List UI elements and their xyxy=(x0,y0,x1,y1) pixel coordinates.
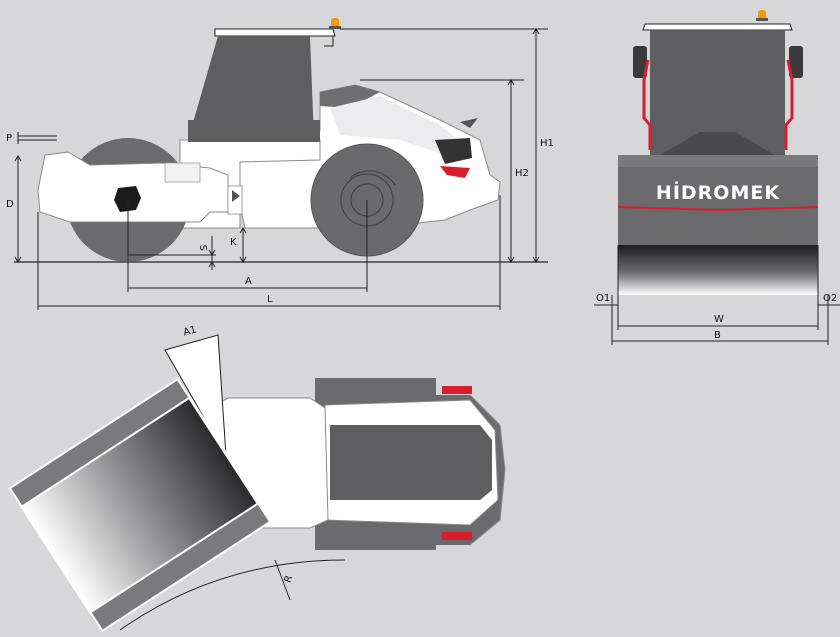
dimension-h2 xyxy=(360,79,524,263)
accent-stripe xyxy=(617,206,819,212)
label-r: R xyxy=(283,574,296,584)
grille-icon xyxy=(435,138,472,164)
label-b: B xyxy=(714,330,721,341)
dimension-d xyxy=(14,155,22,263)
top-front-drum xyxy=(8,377,272,633)
dimension-s xyxy=(128,236,216,270)
top-view: A1 R xyxy=(8,325,506,633)
label-h1: H1 xyxy=(540,138,554,149)
rear-view: HİDROMEK O1 O2 W B xyxy=(594,10,840,345)
label-d: D xyxy=(6,199,14,210)
side-view: H1 H2 P D S xyxy=(6,18,554,310)
dimension-b xyxy=(611,295,829,345)
rear-drum xyxy=(618,245,818,295)
dimension-a xyxy=(127,200,368,292)
dimension-o1 xyxy=(594,245,619,330)
dimension-h1 xyxy=(340,28,548,263)
roof-canopy xyxy=(188,28,336,140)
label-l: L xyxy=(267,294,273,305)
rail-right xyxy=(784,59,794,150)
label-h2: H2 xyxy=(515,168,529,179)
turning-radius-arc xyxy=(119,559,346,631)
angle-a1-wedge xyxy=(164,334,227,457)
hood-shadow xyxy=(330,96,470,160)
top-light-lower xyxy=(442,532,472,540)
dimension-p xyxy=(17,132,57,144)
label-w: W xyxy=(714,314,724,325)
label-o2: O2 xyxy=(823,293,837,304)
rear-body xyxy=(618,155,818,245)
brand-logo: HİDROMEK xyxy=(656,180,780,204)
rear-light xyxy=(440,166,470,178)
beacon-light-icon xyxy=(329,18,341,29)
dimension-l xyxy=(37,195,501,310)
dimension-o2 xyxy=(817,245,840,330)
label-o1: O1 xyxy=(596,293,610,304)
beacon-light-icon xyxy=(756,10,768,21)
rail-left xyxy=(642,59,652,150)
label-k: K xyxy=(230,237,237,248)
mirror-left xyxy=(633,46,647,78)
top-light-upper xyxy=(442,386,472,394)
label-a: A xyxy=(245,276,252,287)
label-s: S xyxy=(199,245,210,251)
mirror-right xyxy=(789,46,803,78)
label-a1: A1 xyxy=(182,325,198,339)
drum-hub-icon xyxy=(114,186,141,212)
label-p: P xyxy=(6,133,12,144)
dimension-k xyxy=(239,227,247,263)
